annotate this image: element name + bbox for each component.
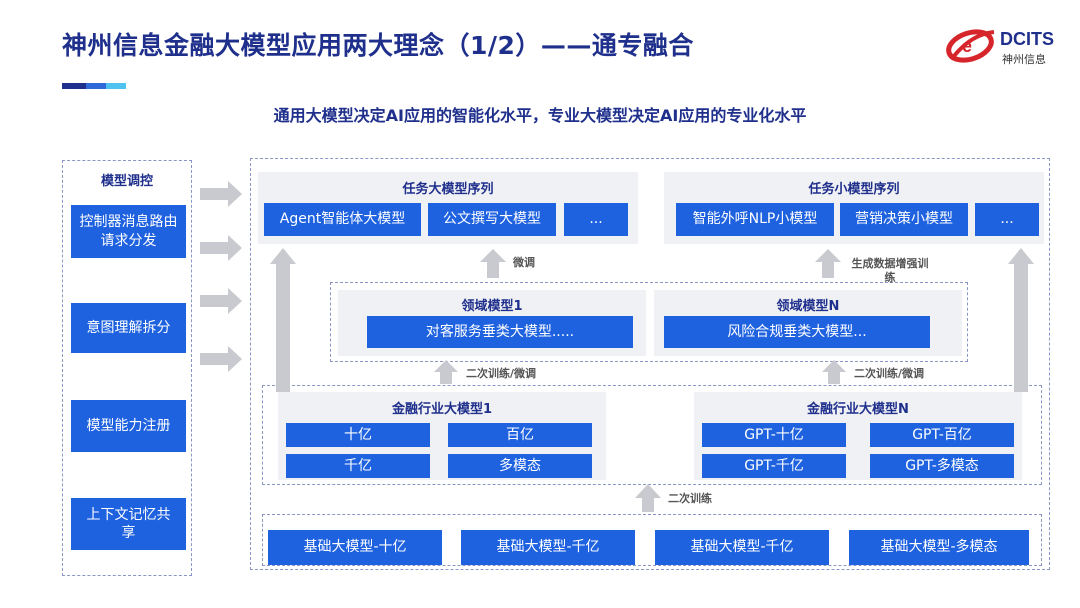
label-second-train: 二次训练	[668, 492, 712, 505]
fin1-title: 金融行业大模型1	[391, 402, 493, 417]
subtitle: 通用大模型决定AI应用的智能化水平，专业大模型决定AI应用的专业化水平	[273, 106, 807, 125]
up-arrow-icon	[270, 248, 296, 392]
sidebar-item-memory: 上下文记忆共享	[71, 498, 186, 550]
domainN-item: 风险合规垂类大模型...	[664, 316, 930, 348]
fin1-item-multimodal: 多模态	[448, 454, 592, 478]
sidebar-title: 模型调控	[100, 174, 153, 189]
title-stripe-blue	[86, 83, 106, 89]
label-second-finetune-1: 二次训练/微调	[466, 367, 537, 380]
task-large-item-more: ...	[564, 203, 628, 236]
fin1-item-1b: 十亿	[286, 423, 430, 447]
logo-name: DCITS	[1000, 29, 1054, 49]
up-arrow-icon	[822, 360, 846, 384]
base-item-100b-b: 基础大模型-千亿	[655, 530, 829, 565]
finN-item-multimodal: GPT-多模态	[870, 454, 1014, 478]
task-large-item-doc: 公文撰写大模型	[428, 203, 556, 236]
sidebar-item-intent: 意图理解拆分	[71, 303, 186, 353]
right-arrow-icon	[200, 346, 242, 372]
company-logo: e DCITS 神州信息	[944, 26, 1074, 70]
sidebar-item-routing: 控制器消息路由请求分发	[71, 205, 186, 258]
fin1-item-100b: 千亿	[286, 454, 430, 478]
task-small-item-nlp: 智能外呼NLP小模型	[676, 203, 834, 236]
base-item-100b-a: 基础大模型-千亿	[461, 530, 635, 565]
up-arrow-icon	[434, 360, 458, 384]
finN-item-1b: GPT-十亿	[702, 423, 846, 447]
up-arrow-icon	[480, 249, 506, 278]
logo-swoosh-icon: e	[946, 29, 995, 63]
label-augment: 生成数据增强训练	[851, 257, 929, 284]
task-large-item-agent: Agent智能体大模型	[264, 203, 421, 236]
label-finetune: 微调	[513, 256, 535, 269]
domainN-title: 领域模型N	[776, 299, 840, 314]
base-item-1b: 基础大模型-十亿	[268, 530, 442, 565]
control-arrows	[200, 181, 242, 372]
task-small-title: 任务小模型序列	[808, 182, 900, 197]
domain1-title: 领域模型1	[461, 299, 523, 314]
finN-item-100b: GPT-千亿	[702, 454, 846, 478]
right-arrow-icon	[200, 288, 242, 314]
sidebar-item-register: 模型能力注册	[71, 400, 186, 452]
svg-text:e: e	[962, 36, 972, 56]
task-small-item-more: ...	[975, 203, 1039, 236]
finN-item-10b: GPT-百亿	[870, 423, 1014, 447]
right-arrow-icon	[200, 235, 242, 261]
fin1-item-10b: 百亿	[448, 423, 592, 447]
title-stripe-cyan	[106, 83, 126, 89]
finN-title: 金融行业大模型N	[807, 402, 909, 417]
task-small-item-marketing: 营销决策小模型	[840, 203, 968, 236]
label-second-finetune-n: 二次训练/微调	[854, 367, 925, 380]
up-arrow-icon	[815, 249, 841, 278]
right-arrow-icon	[200, 181, 242, 207]
up-arrow-icon	[635, 484, 661, 512]
logo-subname: 神州信息	[1002, 53, 1046, 66]
task-large-title: 任务大模型序列	[402, 182, 494, 197]
up-arrow-icon	[1008, 248, 1034, 392]
base-item-multimodal: 基础大模型-多模态	[849, 530, 1029, 565]
title-stripe-navy	[62, 83, 86, 89]
page-title: 神州信息金融大模型应用两大理念（1/2）——通专融合	[62, 31, 694, 60]
domain1-item: 对客服务垂类大模型.....	[367, 316, 633, 348]
